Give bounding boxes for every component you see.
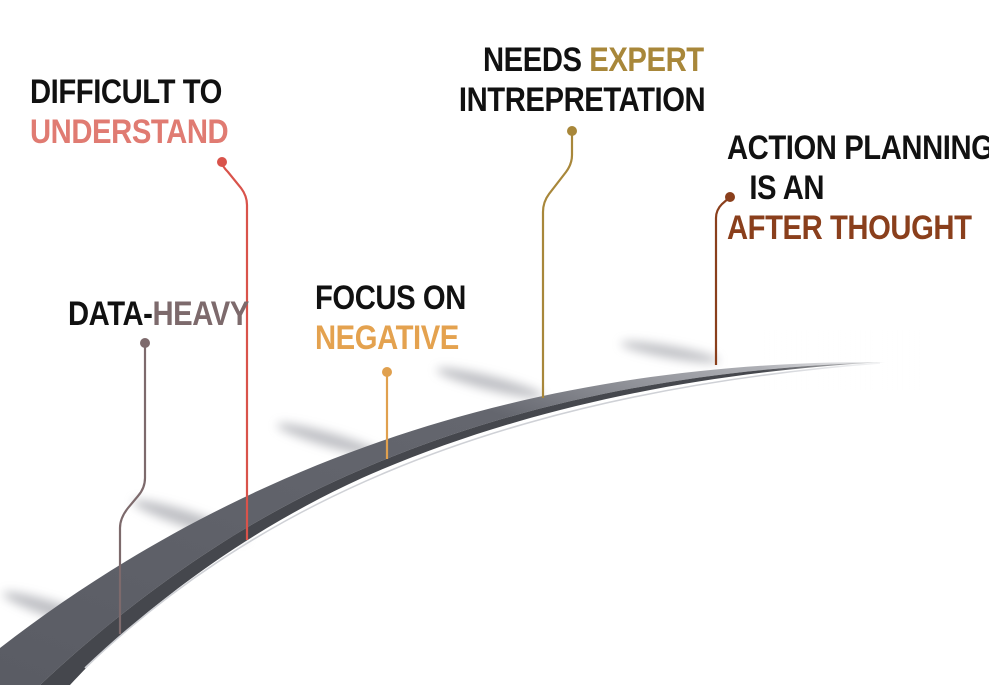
pin-data-heavy xyxy=(118,338,150,634)
pin-needs xyxy=(541,126,577,398)
road-center-line xyxy=(84,362,881,669)
label-needs-line1: NEEDS EXPERT xyxy=(483,40,705,80)
pin-action xyxy=(714,192,735,365)
label-difficult-line1: DIFFICULT TO xyxy=(30,73,222,111)
label-highlight: HEAVY xyxy=(152,295,249,333)
pin-focus xyxy=(382,367,392,459)
road-fade xyxy=(760,330,920,390)
label-difficult: DIFFICULT TO UNDERSTAND xyxy=(30,72,229,152)
label-action-line2: IS AN xyxy=(749,169,825,207)
label-difficult-highlight: UNDERSTAND xyxy=(30,113,229,151)
label-needs: NEEDS EXPERT INTREPRETATION xyxy=(459,40,706,120)
pin-difficult xyxy=(217,157,249,540)
label-action: ACTION PLANNING IS AN AFTER THOUGHT xyxy=(727,128,989,248)
label-data-heavy-line1: DATA-HEAVY xyxy=(68,294,249,334)
label-action-highlight: AFTER THOUGHT xyxy=(727,209,972,247)
label-action-line1: ACTION PLANNING xyxy=(727,129,989,167)
road-edge xyxy=(40,362,885,685)
label-highlight: EXPERT xyxy=(589,41,704,79)
label-focus-line1: FOCUS ON xyxy=(315,279,466,317)
label-needs-line2: INTREPRETATION xyxy=(458,81,706,119)
label-data-heavy: DATA-HEAVY xyxy=(68,294,249,334)
label-focus-highlight: NEGATIVE xyxy=(315,319,459,357)
label-focus: FOCUS ON NEGATIVE xyxy=(315,278,466,358)
label-text: DATA- xyxy=(68,295,153,333)
label-text: NEEDS xyxy=(483,41,590,79)
road xyxy=(0,361,885,685)
